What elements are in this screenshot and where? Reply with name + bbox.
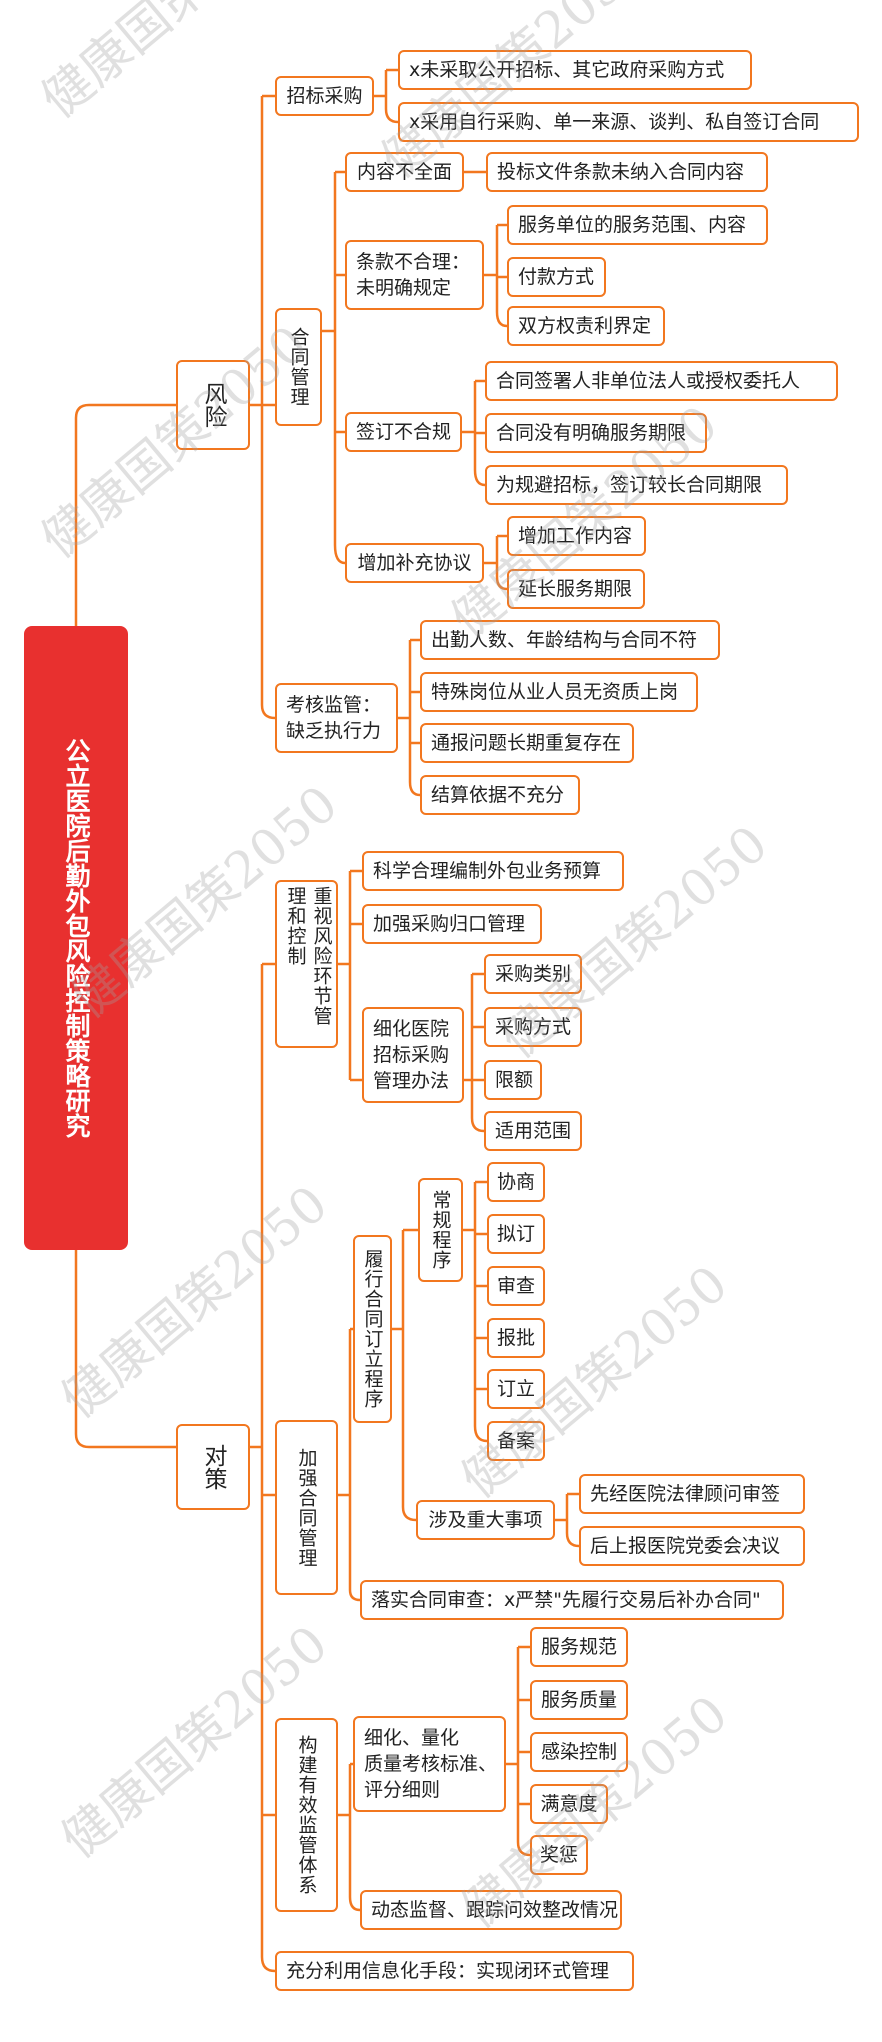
leaf-procurement[interactable]: 加强采购归口管理	[362, 904, 542, 944]
leaf-budget[interactable]: 科学合理编制外包业务预算	[362, 851, 624, 891]
leaf-unreasonable-1[interactable]: 服务单位的服务范围、内容	[507, 205, 768, 245]
topic-incomplete[interactable]: 内容不全面	[345, 152, 464, 192]
leaf-rule-4[interactable]: 适用范围	[484, 1111, 582, 1151]
leaf-supplement-2[interactable]: 延长服务期限	[507, 569, 645, 609]
leaf-noncompliant-2[interactable]: 合同没有明确服务期限	[485, 413, 707, 453]
leaf-quality-2[interactable]: 服务质量	[530, 1680, 628, 1720]
topic-oversight[interactable]: 构建有效监管体系	[275, 1718, 338, 1912]
topic-supervision[interactable]: 考核监管： 缺乏执行力	[275, 683, 398, 753]
leaf-bidding-2[interactable]: x采用自行采购、单一来源、谈判、私自签订合同	[398, 102, 859, 142]
leaf-review[interactable]: 落实合同审查：x严禁"先履行交易后补办合同"	[360, 1580, 784, 1620]
topic-noncompliant[interactable]: 签订不合规	[345, 412, 462, 452]
topic-major[interactable]: 涉及重大事项	[416, 1500, 555, 1540]
topic-risk-control-label: 重视风险环节管理和控制	[284, 886, 333, 1026]
leaf-major-1[interactable]: 先经医院法律顾问审签	[579, 1474, 805, 1514]
leaf-quality-3[interactable]: 感染控制	[530, 1732, 628, 1772]
leaf-routine-2[interactable]: 拟订	[487, 1214, 545, 1254]
leaf-unreasonable-2[interactable]: 付款方式	[507, 257, 606, 297]
topic-procedure[interactable]: 履行合同订立程序	[353, 1235, 392, 1423]
topic-contract-mgmt[interactable]: 加强合同管理	[275, 1420, 338, 1595]
leaf-incomplete-1[interactable]: 投标文件条款未纳入合同内容	[486, 152, 768, 192]
leaf-noncompliant-1[interactable]: 合同签署人非单位法人或授权委托人	[485, 361, 838, 401]
leaf-unreasonable-3[interactable]: 双方权责利界定	[507, 306, 665, 346]
leaf-routine-6[interactable]: 备案	[487, 1421, 545, 1461]
leaf-supervision-4[interactable]: 结算依据不充分	[420, 775, 580, 815]
leaf-supplement-1[interactable]: 增加工作内容	[507, 516, 646, 556]
leaf-quality-4[interactable]: 满意度	[530, 1784, 608, 1824]
leaf-rule-3[interactable]: 限额	[484, 1060, 542, 1100]
topic-bidding[interactable]: 招标采购	[275, 76, 374, 116]
topic-supplement[interactable]: 增加补充协议	[345, 543, 484, 583]
leaf-quality-5[interactable]: 奖惩	[530, 1835, 588, 1875]
leaf-noncompliant-3[interactable]: 为规避招标，签订较长合同期限	[485, 465, 788, 505]
leaf-routine-1[interactable]: 协商	[487, 1162, 545, 1202]
branch-strategy-label: 对策	[200, 1444, 226, 1490]
topic-quality[interactable]: 细化、量化 质量考核标准、 评分细则	[353, 1716, 506, 1812]
branch-strategy[interactable]: 对策	[176, 1424, 250, 1510]
topic-routine[interactable]: 常规程序	[418, 1178, 463, 1282]
leaf-supervision-3[interactable]: 通报问题长期重复存在	[420, 723, 634, 763]
leaf-routine-3[interactable]: 审查	[487, 1266, 545, 1306]
branch-risk-label: 风险	[200, 382, 226, 428]
leaf-it[interactable]: 充分利用信息化手段：实现闭环式管理	[275, 1951, 634, 1991]
topic-unreasonable[interactable]: 条款不合理： 未明确规定	[345, 240, 484, 310]
leaf-dynamic[interactable]: 动态监督、跟踪问效整改情况	[360, 1890, 622, 1930]
leaf-supervision-1[interactable]: 出勤人数、年龄结构与合同不符	[420, 620, 720, 660]
leaf-quality-1[interactable]: 服务规范	[530, 1627, 628, 1667]
topic-bidding-rules[interactable]: 细化医院 招标采购 管理办法	[362, 1007, 464, 1103]
leaf-bidding-1[interactable]: x未采取公开招标、其它政府采购方式	[398, 50, 752, 90]
leaf-rule-2[interactable]: 采购方式	[484, 1007, 582, 1047]
root-topic[interactable]: 公立医院后勤外包风险控制策略研究	[24, 626, 128, 1250]
leaf-routine-5[interactable]: 订立	[487, 1369, 545, 1409]
leaf-rule-1[interactable]: 采购类别	[484, 954, 582, 994]
branch-risk[interactable]: 风险	[176, 360, 250, 450]
topic-contract[interactable]: 合同管理	[275, 308, 322, 426]
leaf-supervision-2[interactable]: 特殊岗位从业人员无资质上岗	[420, 672, 698, 712]
leaf-routine-4[interactable]: 报批	[487, 1318, 545, 1358]
topic-risk-control[interactable]: 重视风险环节管理和控制	[275, 880, 338, 1048]
leaf-major-2[interactable]: 后上报医院党委会决议	[579, 1526, 805, 1566]
